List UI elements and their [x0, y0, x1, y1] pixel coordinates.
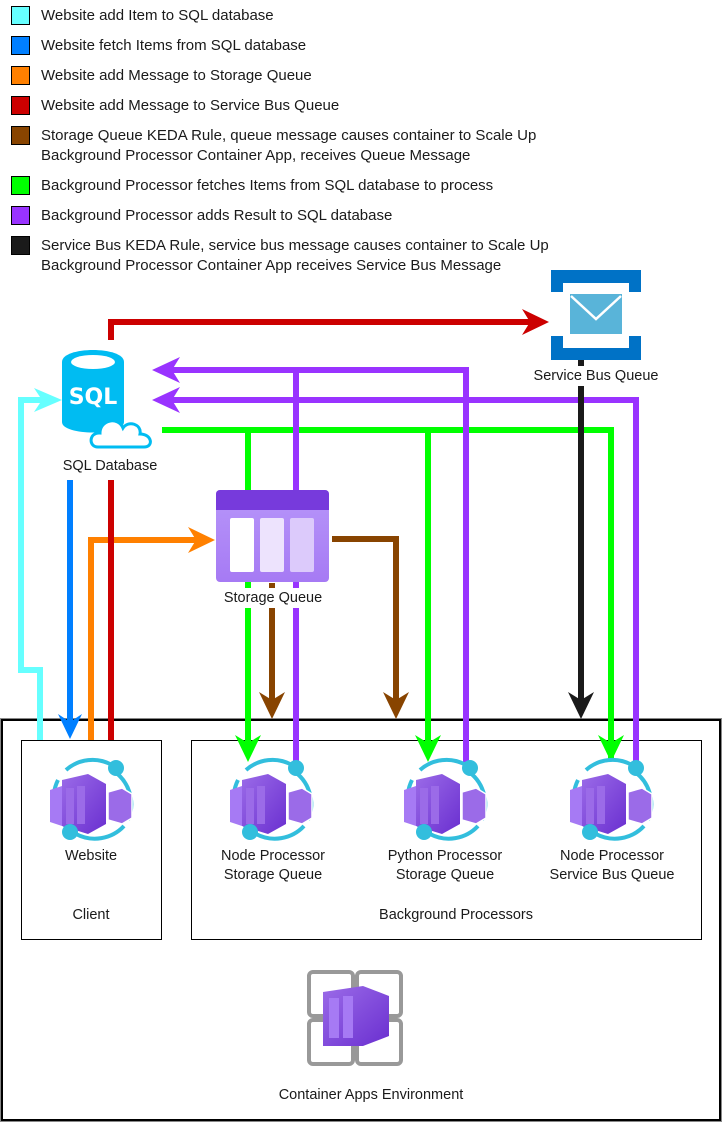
legend-swatch — [11, 236, 30, 255]
arrowhead-purple-1 — [152, 357, 180, 383]
arrowhead-green-1 — [235, 735, 261, 762]
legend-item-cyan: Website add Item to SQL database — [11, 6, 274, 26]
arrowhead-cyan — [34, 388, 62, 412]
arrowhead-green-3 — [598, 735, 624, 762]
legend-swatch — [11, 176, 30, 195]
sql-database-label: SQL Database — [62, 458, 158, 474]
website-label: Website — [64, 848, 118, 864]
legend-item-green: Background Processor fetches Items from … — [11, 176, 493, 196]
service-bus-icon — [551, 270, 641, 360]
legend-swatch — [11, 126, 30, 145]
edge-website-to-service-bus-top — [108, 319, 535, 340]
background-processors-group-label: Background Processors — [379, 907, 533, 923]
arrowhead-red — [522, 309, 549, 335]
legend-swatch — [11, 96, 30, 115]
node-processor-storage-icon — [230, 757, 314, 841]
edge-website-add-item — [18, 397, 52, 740]
website-icon — [50, 757, 134, 841]
legend-label: Background Processor fetches Items from … — [41, 177, 494, 194]
edge-bg-fetch-items-main — [162, 427, 614, 760]
edge-storage-keda-python — [332, 536, 399, 705]
client-group-label: Client — [72, 907, 110, 923]
python-processor-storage-icon — [404, 757, 488, 841]
arrowhead-orange — [188, 527, 215, 553]
edges — [18, 309, 639, 762]
storage-queue-icon — [216, 490, 329, 582]
storage-label-bg — [215, 588, 331, 608]
legend-label: Background Processor adds Result to SQL … — [41, 207, 393, 224]
sql-label-bg — [52, 455, 168, 476]
legend-item-black: Service Bus KEDA Rule, service bus messa… — [11, 236, 549, 276]
arrowhead-brown-2 — [383, 692, 409, 719]
legend-label: Website add Message to Service Bus Queue — [41, 97, 340, 114]
arrowhead-purple-2 — [152, 387, 180, 413]
service-bus-queue-label: Service Bus Queue — [533, 368, 659, 384]
legend-label: Website add Message to Storage Queue — [41, 67, 312, 84]
arrowhead-blue — [58, 714, 82, 739]
legend-item-orange: Website add Message to Storage Queue — [11, 66, 312, 86]
legend-item-brown: Storage Queue KEDA Rule, queue message c… — [11, 126, 536, 166]
edge-bg-add-result-lower — [165, 397, 639, 762]
python-processor-storage-label: Python Processor Storage Queue — [387, 848, 503, 883]
arrowhead-black — [568, 692, 594, 719]
servicebus-label-bg — [526, 366, 666, 386]
legend-label: Website fetch Items from SQL database — [41, 37, 307, 54]
arrowhead-green-2 — [415, 735, 441, 762]
background-processors-group-box — [191, 740, 702, 940]
legend-swatch — [11, 6, 30, 25]
sql-icon-text: SQL — [69, 385, 118, 410]
legend-swatch — [11, 36, 30, 55]
node-processor-servicebus-label: Node Processor Service Bus Queue — [549, 848, 675, 883]
arrowhead-brown-1 — [259, 692, 285, 719]
legend-label: Storage Queue KEDA Rule, queue message c… — [41, 127, 537, 164]
legend-swatch — [11, 206, 30, 225]
container-apps-environment-label: Container Apps Environment — [278, 1087, 464, 1103]
node-processor-storage-label: Node Processor Storage Queue — [221, 848, 325, 883]
storage-queue-label: Storage Queue — [223, 590, 323, 606]
legend-item-blue: Website fetch Items from SQL database — [11, 36, 306, 56]
container-apps-environment-icon — [307, 970, 403, 1066]
legend-item-red: Website add Message to Service Bus Queue — [11, 96, 339, 116]
edge-website-to-storage-queue — [88, 537, 200, 740]
edge-bg-add-result-upper — [165, 367, 469, 762]
legend-item-purple: Background Processor adds Result to SQL … — [11, 206, 392, 226]
sql-database-icon: SQL — [62, 350, 152, 449]
legend-swatch — [11, 66, 30, 85]
legend-label: Service Bus KEDA Rule, service bus messa… — [41, 237, 549, 274]
client-group-box — [21, 740, 162, 940]
node-processor-servicebus-icon — [570, 757, 654, 841]
container-apps-environment-box — [0, 718, 722, 1122]
legend-label: Website add Item to SQL database — [41, 7, 274, 24]
